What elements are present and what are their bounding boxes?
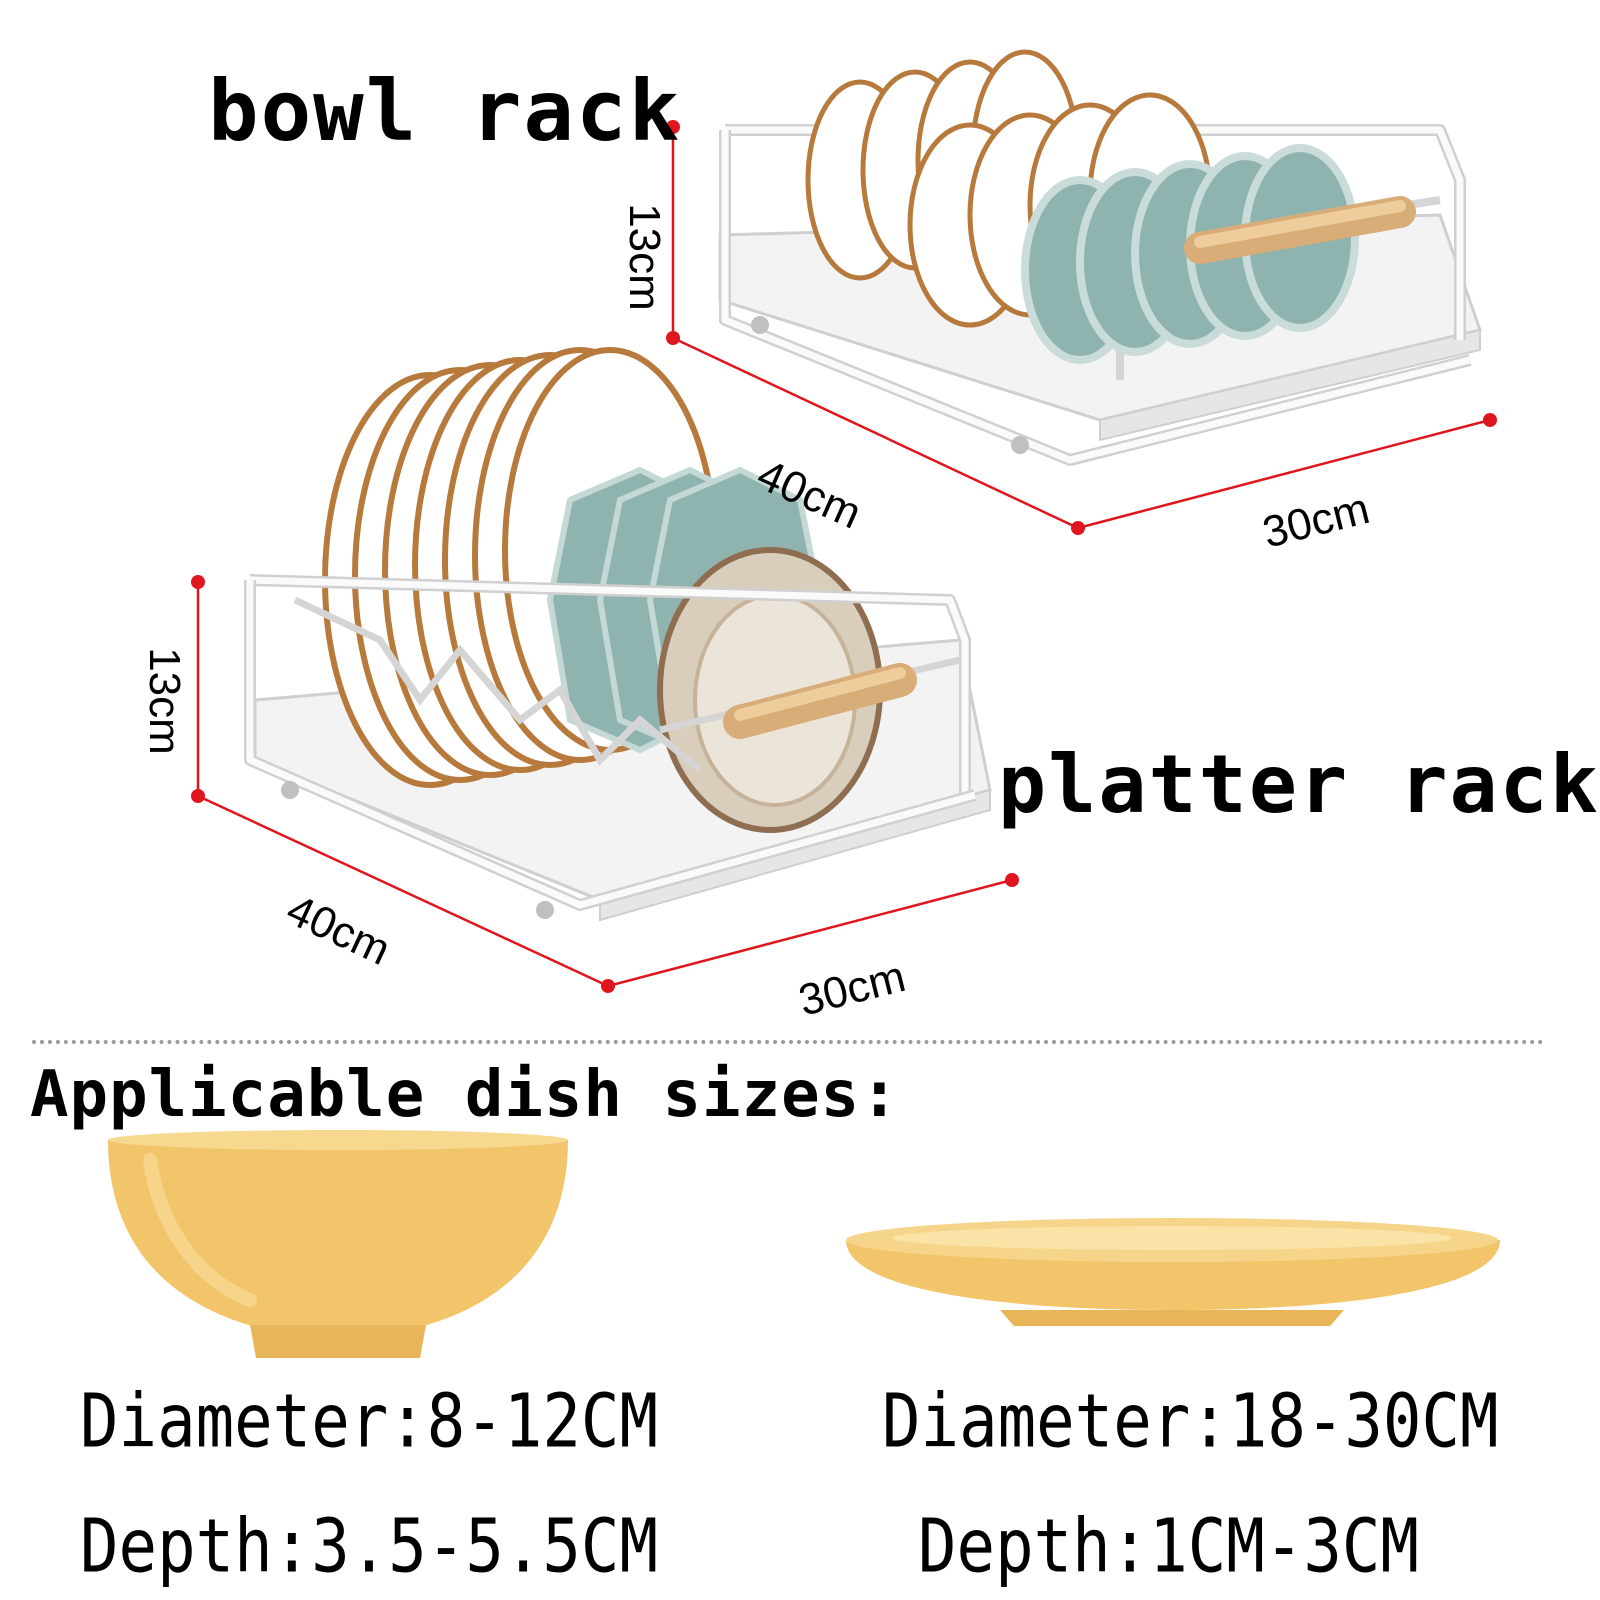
bowl-depth-spec: Depth:3.5-5.5CM xyxy=(80,1505,658,1591)
yellow-plate-illustration xyxy=(846,1218,1500,1326)
bowl-rack-title: bowl rack xyxy=(208,62,682,160)
bowl-rack-height-label: 13cm xyxy=(619,203,669,311)
platter-rack-illustration xyxy=(244,347,992,922)
bowl-diameter-spec: Diameter:8-12CM xyxy=(80,1380,658,1466)
bowl-rack-dimension-lines xyxy=(666,120,1497,535)
bowl-rack-illustration xyxy=(718,49,1482,466)
platter-rack-dimension-lines xyxy=(191,575,1019,993)
plate-diameter-spec: Diameter:18-30CM xyxy=(882,1380,1499,1466)
platter-rack-height-label: 13cm xyxy=(139,647,189,755)
section-divider xyxy=(32,1040,1544,1044)
applicable-sizes-heading: Applicable dish sizes: xyxy=(30,1058,900,1132)
platter-rack-title: platter rack xyxy=(998,738,1600,831)
plate-depth-spec: Depth:1CM-3CM xyxy=(918,1505,1419,1591)
yellow-bowl-illustration xyxy=(108,1130,568,1358)
